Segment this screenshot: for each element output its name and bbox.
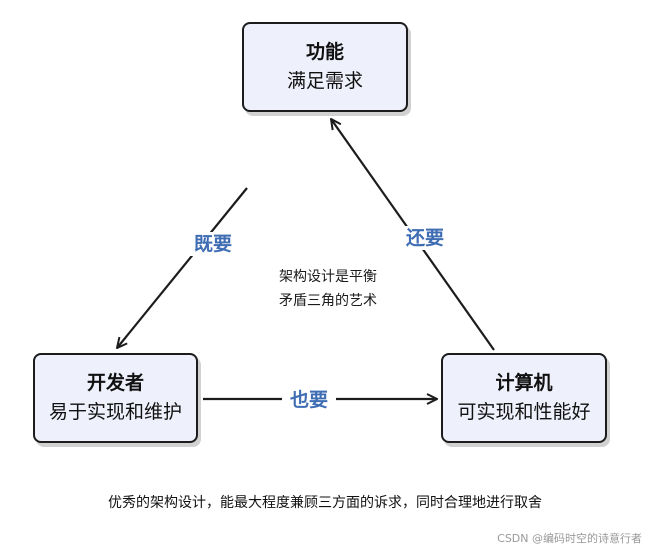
node-computer-title: 计算机 bbox=[495, 372, 553, 394]
caption: 优秀的架构设计，能最大程度兼顾三方面的诉求，同时合理地进行取舍 bbox=[108, 495, 542, 511]
node-developer-title: 开发者 bbox=[86, 372, 144, 394]
node-developer-subtitle: 易于实现和维护 bbox=[48, 401, 182, 423]
center-note: 架构设计是平衡 矛盾三角的艺术 bbox=[262, 265, 394, 313]
node-computer: 计算机 可实现和性能好 bbox=[441, 353, 607, 443]
node-function: 功能 满足需求 bbox=[242, 22, 408, 112]
edge-label-bottom: 也要 bbox=[282, 388, 337, 412]
center-note-line-2: 矛盾三角的艺术 bbox=[279, 293, 377, 309]
node-function-title: 功能 bbox=[305, 41, 344, 63]
edge-label-right: 还要 bbox=[402, 226, 449, 250]
node-function-subtitle: 满足需求 bbox=[286, 70, 363, 92]
node-computer-subtitle: 可实现和性能好 bbox=[457, 401, 591, 423]
node-developer: 开发者 易于实现和维护 bbox=[33, 353, 198, 443]
center-note-line-1: 架构设计是平衡 bbox=[279, 269, 377, 285]
edge-func-to-dev bbox=[117, 187, 248, 348]
watermark: CSDN @编码时空的诗意行者 bbox=[497, 532, 642, 545]
edge-label-left: 既要 bbox=[190, 232, 237, 256]
